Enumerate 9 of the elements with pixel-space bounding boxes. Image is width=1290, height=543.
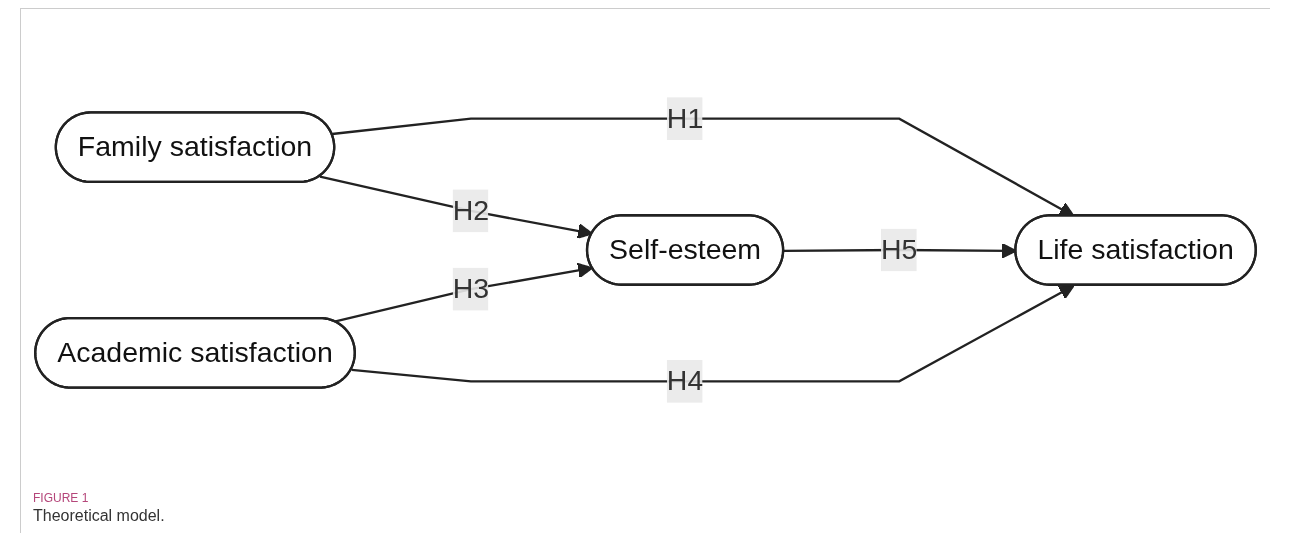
edge-label: H4 bbox=[666, 365, 704, 396]
figure-number: FIGURE 1 bbox=[33, 491, 90, 505]
arrow bbox=[351, 284, 1075, 383]
figure-caption: Theoretical model. bbox=[32, 506, 166, 526]
edge-label: H3 bbox=[452, 273, 490, 304]
edge-label: H2 bbox=[452, 194, 490, 226]
arrow bbox=[334, 262, 594, 323]
edge-label: H1 bbox=[666, 102, 704, 133]
edge-label: H5 bbox=[881, 233, 918, 265]
